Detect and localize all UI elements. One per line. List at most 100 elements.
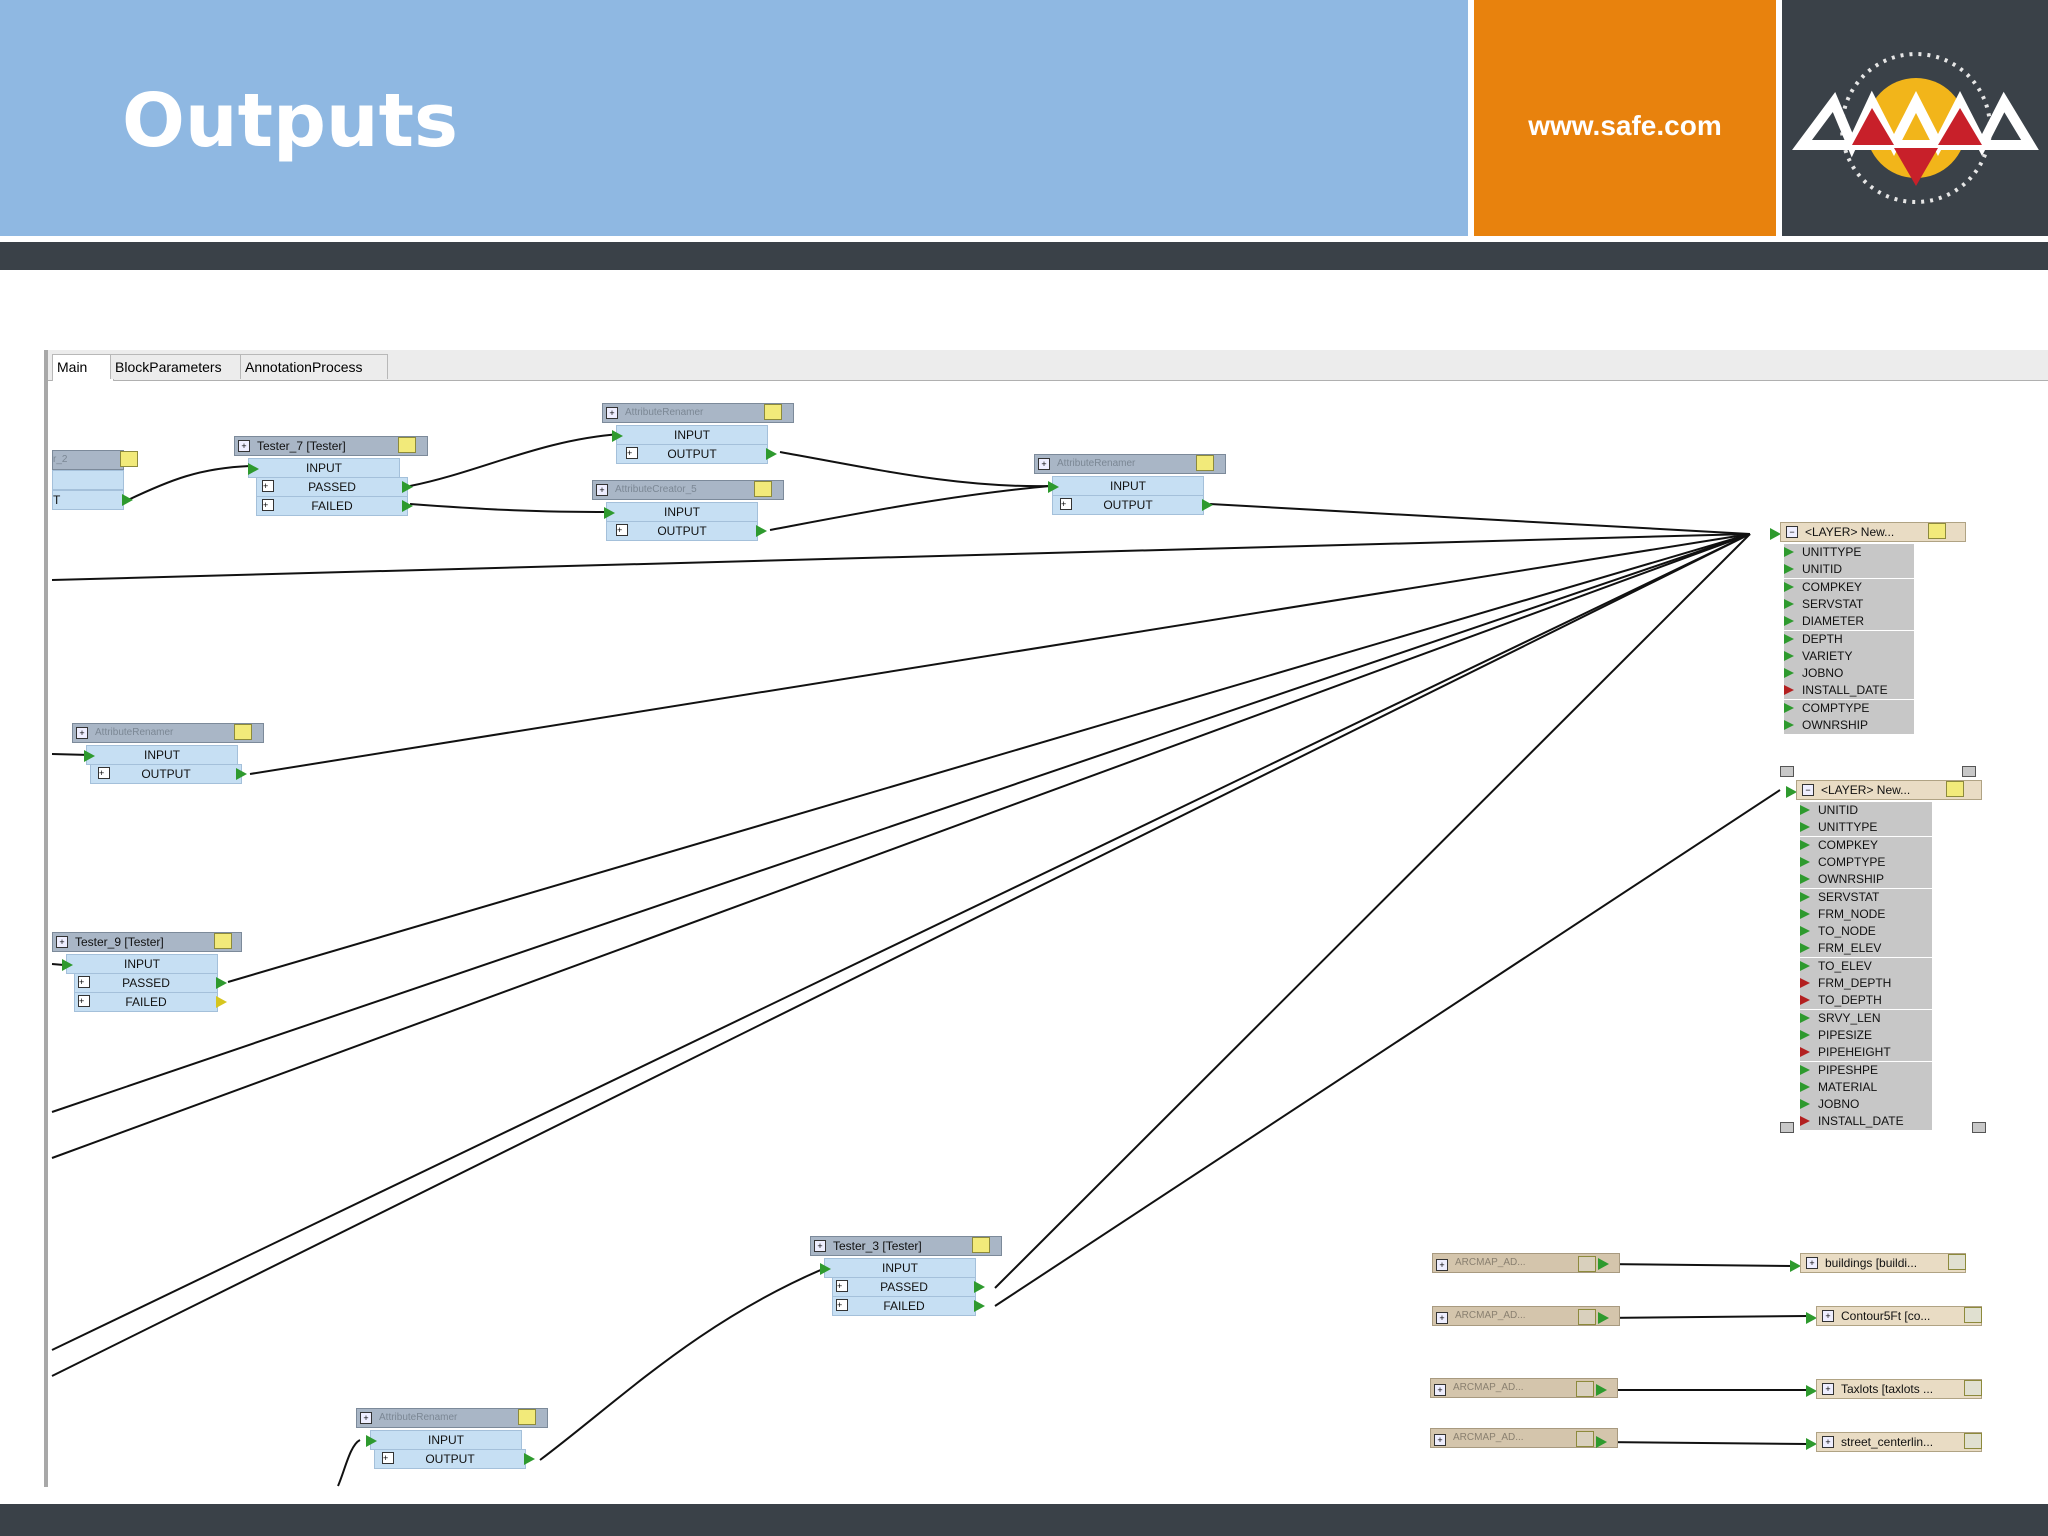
layer-attribute[interactable]: COMPKEY [1784, 578, 1914, 596]
help-icon[interactable] [1578, 1256, 1596, 1272]
input-port-icon[interactable] [366, 1435, 377, 1447]
expand-icon[interactable]: + [56, 936, 68, 948]
layer-attribute[interactable]: MATERIAL [1800, 1078, 1932, 1096]
layer-attribute[interactable]: JOBNO [1784, 665, 1914, 683]
expand-port-icon[interactable]: + [836, 1280, 848, 1292]
expand-icon[interactable]: + [596, 484, 608, 496]
help-icon[interactable] [214, 933, 232, 949]
expand-port-icon[interactable]: + [262, 499, 274, 511]
expand-icon[interactable]: + [1038, 458, 1050, 470]
attribute-port-icon[interactable] [1800, 822, 1810, 833]
attribute-port-icon[interactable] [1800, 1047, 1810, 1058]
layer-input-port-icon[interactable] [1786, 786, 1797, 798]
attribute-port-icon[interactable] [1800, 1116, 1810, 1127]
attribute-port-icon[interactable] [1784, 581, 1794, 592]
attribute-port-icon[interactable] [1800, 960, 1810, 971]
help-icon[interactable] [1964, 1307, 1982, 1323]
layer-attribute[interactable]: COMPTYPE [1800, 853, 1932, 871]
help-icon[interactable] [1964, 1380, 1982, 1396]
attribute-port-icon[interactable] [1784, 668, 1794, 679]
output-port-icon[interactable] [216, 977, 227, 989]
attribute-port-icon[interactable] [1800, 978, 1810, 988]
expand-port-icon[interactable]: + [78, 995, 90, 1007]
layer-attribute[interactable]: DEPTH [1784, 630, 1914, 648]
help-icon[interactable] [764, 404, 782, 420]
layer-attribute[interactable]: DIAMETER [1784, 613, 1914, 631]
expand-port-icon[interactable]: + [836, 1299, 848, 1311]
expand-port-icon[interactable]: + [262, 480, 274, 492]
layer-attribute[interactable]: JOBNO [1800, 1096, 1932, 1114]
layer-attribute[interactable]: FRM_ELEV [1800, 940, 1932, 958]
output-port-icon[interactable] [216, 996, 227, 1008]
layer-attribute[interactable]: INSTALL_DATE [1800, 1113, 1932, 1131]
output-port-icon[interactable] [402, 500, 413, 512]
help-icon[interactable] [754, 481, 772, 497]
collapse-icon[interactable]: − [1786, 526, 1798, 538]
input-port-icon[interactable] [248, 463, 259, 475]
layer-attribute[interactable]: TO_DEPTH [1800, 992, 1932, 1010]
attribute-port-icon[interactable] [1784, 685, 1794, 696]
attribute-port-icon[interactable] [1784, 616, 1794, 627]
attribute-port-icon[interactable] [1800, 839, 1810, 850]
expand-icon[interactable]: + [360, 1412, 372, 1424]
help-icon[interactable] [234, 724, 252, 740]
layer-attribute[interactable]: UNITTYPE [1800, 819, 1932, 837]
expand-icon[interactable]: + [814, 1240, 826, 1252]
input-port-icon[interactable] [604, 507, 615, 519]
layer-attribute[interactable]: PIPEHEIGHT [1800, 1044, 1932, 1062]
input-port-icon[interactable] [820, 1263, 831, 1275]
help-icon[interactable] [972, 1237, 990, 1253]
expand-icon[interactable]: + [1434, 1384, 1446, 1396]
input-port-icon[interactable] [1048, 481, 1059, 493]
website-link[interactable]: www.safe.com [1528, 110, 1722, 141]
attribute-port-icon[interactable] [1784, 720, 1794, 730]
expand-icon[interactable]: + [1822, 1310, 1834, 1322]
expand-port-icon[interactable]: + [98, 767, 110, 779]
attribute-port-icon[interactable] [1800, 1081, 1810, 1092]
output-port-icon[interactable] [122, 494, 133, 506]
output-port-icon[interactable] [1596, 1436, 1607, 1448]
writer-input-port-icon[interactable] [1806, 1312, 1817, 1324]
attribute-port-icon[interactable] [1800, 908, 1810, 919]
output-port-icon[interactable] [1598, 1312, 1609, 1324]
attribute-port-icon[interactable] [1784, 598, 1794, 609]
layer-attribute[interactable]: INSTALL_DATE [1784, 682, 1914, 700]
layer-attribute[interactable]: PIPESIZE [1800, 1026, 1932, 1044]
input-port-icon[interactable] [84, 750, 95, 762]
output-port-icon[interactable] [756, 525, 767, 537]
layer-attribute[interactable]: SRVY_LEN [1800, 1009, 1932, 1027]
layer-attribute[interactable]: FRM_NODE [1800, 905, 1932, 923]
attribute-port-icon[interactable] [1800, 926, 1810, 937]
output-port-icon[interactable] [236, 768, 247, 780]
attribute-port-icon[interactable] [1800, 891, 1810, 902]
help-icon[interactable] [1946, 781, 1964, 797]
expand-icon[interactable]: + [76, 727, 88, 739]
output-port-icon[interactable] [974, 1281, 985, 1293]
output-port-icon[interactable] [974, 1300, 985, 1312]
help-icon[interactable] [1964, 1433, 1982, 1449]
layer-input-port-icon[interactable] [1770, 528, 1781, 540]
writer-input-port-icon[interactable] [1790, 1260, 1801, 1272]
layer-attribute[interactable]: SERVSTAT [1784, 595, 1914, 613]
help-icon[interactable] [518, 1409, 536, 1425]
input-port-icon[interactable] [612, 430, 623, 442]
layer-attribute[interactable]: UNITID [1800, 802, 1932, 819]
selection-handle[interactable] [1780, 766, 1794, 777]
expand-port-icon[interactable]: + [626, 447, 638, 459]
layer-attribute[interactable]: UNITID [1784, 561, 1914, 579]
tab-blockparameters[interactable]: BlockParameters [110, 354, 242, 379]
attribute-port-icon[interactable] [1800, 805, 1810, 815]
help-icon[interactable] [1576, 1431, 1594, 1447]
layer-attribute[interactable]: SERVSTAT [1800, 888, 1932, 906]
output-port-icon[interactable] [1596, 1384, 1607, 1396]
selection-handle[interactable] [1972, 1122, 1986, 1133]
attribute-port-icon[interactable] [1784, 702, 1794, 713]
attribute-port-icon[interactable] [1800, 1029, 1810, 1040]
attribute-port-icon[interactable] [1800, 1064, 1810, 1075]
layer-attribute[interactable]: TO_NODE [1800, 923, 1932, 941]
layer-attribute[interactable]: OWNRSHIP [1784, 717, 1914, 734]
tab-annotationprocess[interactable]: AnnotationProcess [240, 354, 388, 379]
attribute-port-icon[interactable] [1800, 1099, 1810, 1110]
attribute-port-icon[interactable] [1800, 943, 1810, 954]
layer-attribute[interactable]: COMPKEY [1800, 836, 1932, 854]
